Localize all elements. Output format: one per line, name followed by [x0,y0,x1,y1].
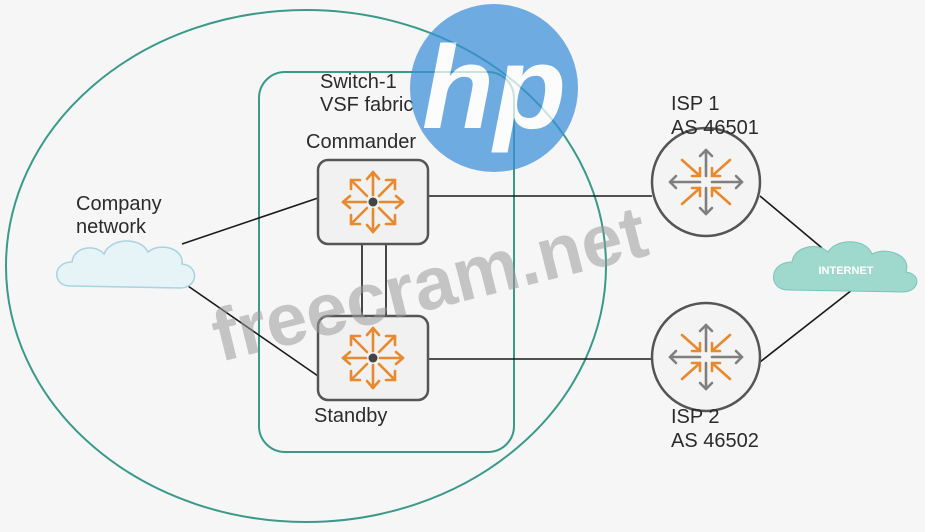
link-isp1-internet [759,195,823,249]
hp-logo: hp [410,4,578,172]
links [181,195,853,377]
isp2-as-label: AS 46502 [671,430,759,452]
isp2-label: ISP 2 [671,406,720,428]
standby-switch [316,314,430,402]
company-label-line1: Company [76,193,162,215]
watermark-text: freecram.net [204,190,655,378]
isp1-label: ISP 1 [671,93,720,115]
link-company-standby [187,285,319,377]
commander-switch [316,158,430,246]
isp2-router [650,301,762,413]
switch-arrows-icon [341,170,405,234]
vsf-fabric-box [258,71,515,453]
internet-label: INTERNET [819,265,874,277]
company-cloud-icon [56,240,196,289]
switch-title: Switch-1 [320,71,397,93]
link-isp2-internet [759,289,853,363]
isp1-as-label: AS 46501 [671,117,759,139]
standby-label: Standby [314,405,387,427]
commander-label: Commander [306,131,416,153]
internet-cloud-icon [773,241,918,293]
link-company-commander [181,197,319,245]
campus-circle [5,9,607,523]
company-label-line2: network [76,216,147,238]
vsf-fabric-title: VSF fabric [320,94,413,116]
hp-logo-text: hp [422,22,566,154]
isp1-router [650,126,762,238]
